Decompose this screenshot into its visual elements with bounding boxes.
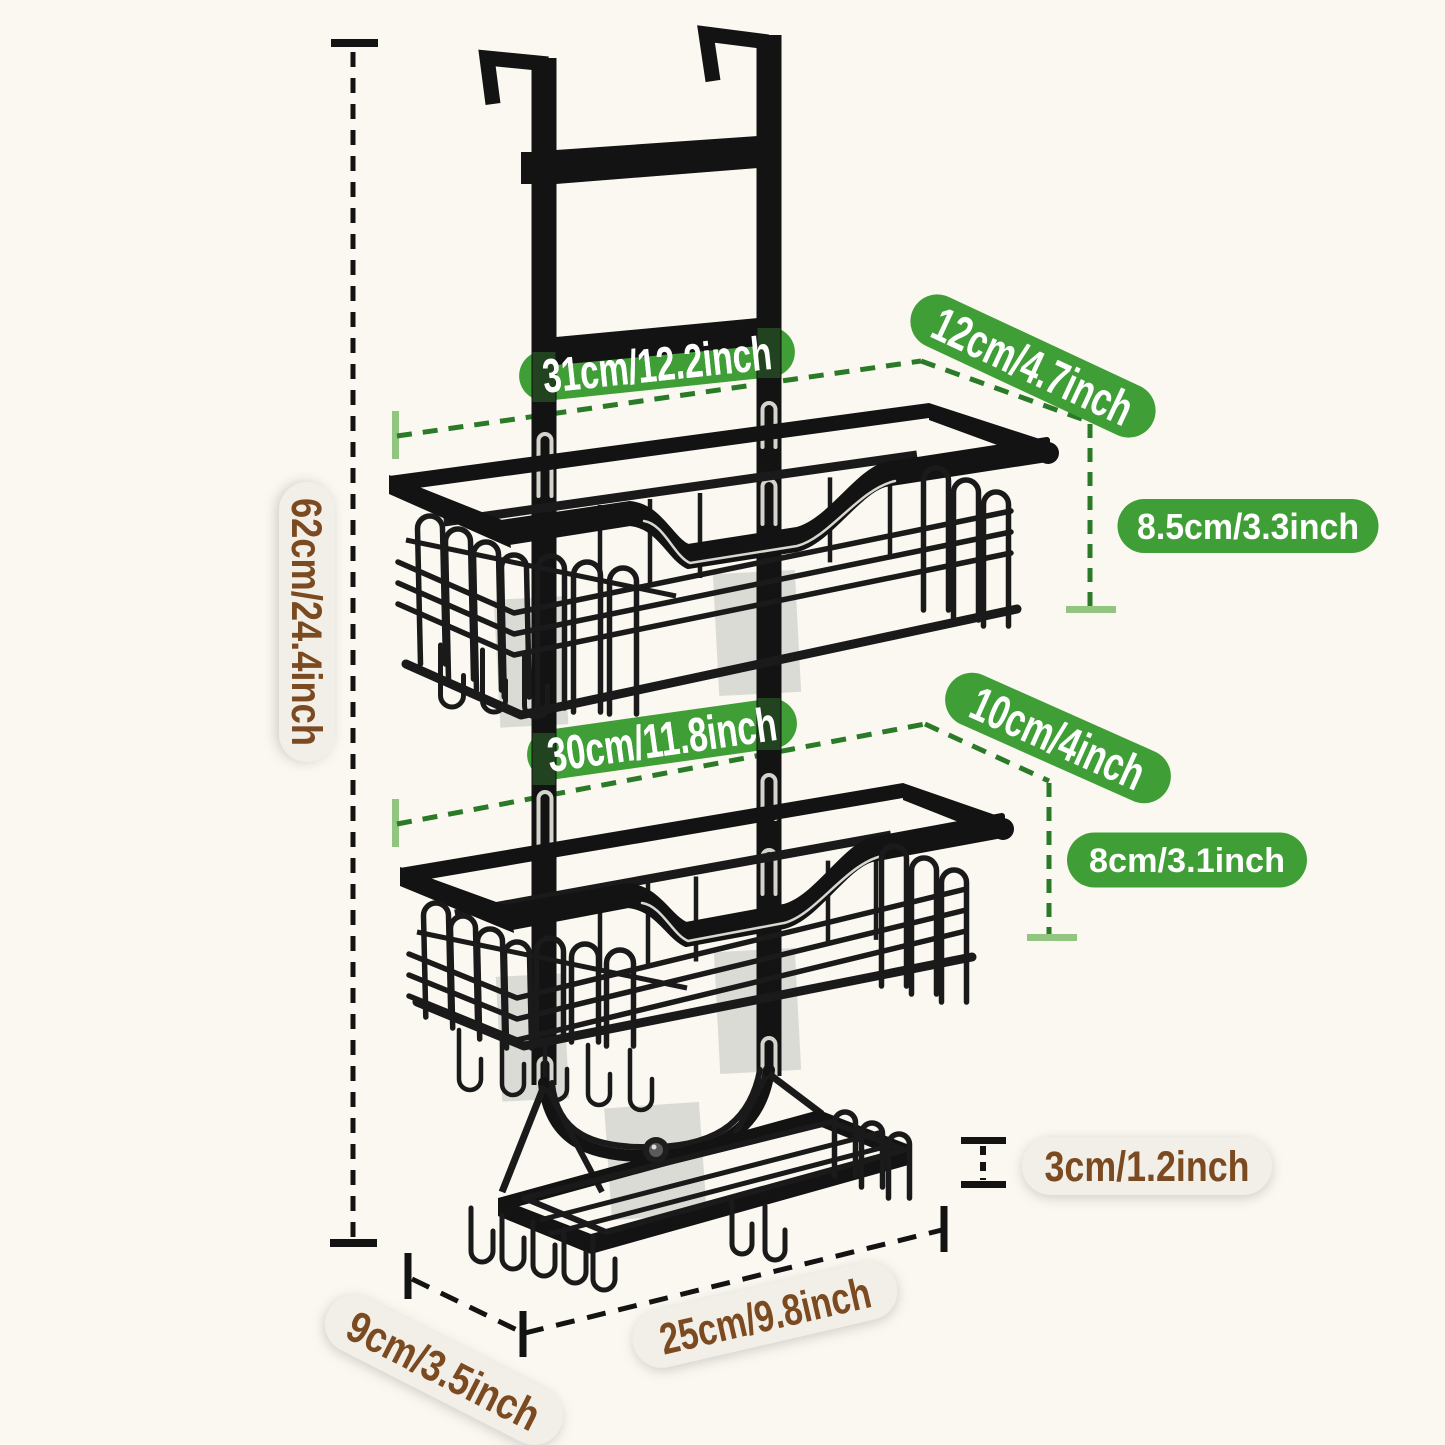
svg-text:62cm/24.4inch: 62cm/24.4inch — [282, 498, 330, 746]
svg-text:8.5cm/3.3inch: 8.5cm/3.3inch — [1137, 506, 1359, 547]
svg-text:8cm/3.1inch: 8cm/3.1inch — [1089, 842, 1285, 880]
svg-text:3cm/1.2inch: 3cm/1.2inch — [1045, 1143, 1250, 1191]
